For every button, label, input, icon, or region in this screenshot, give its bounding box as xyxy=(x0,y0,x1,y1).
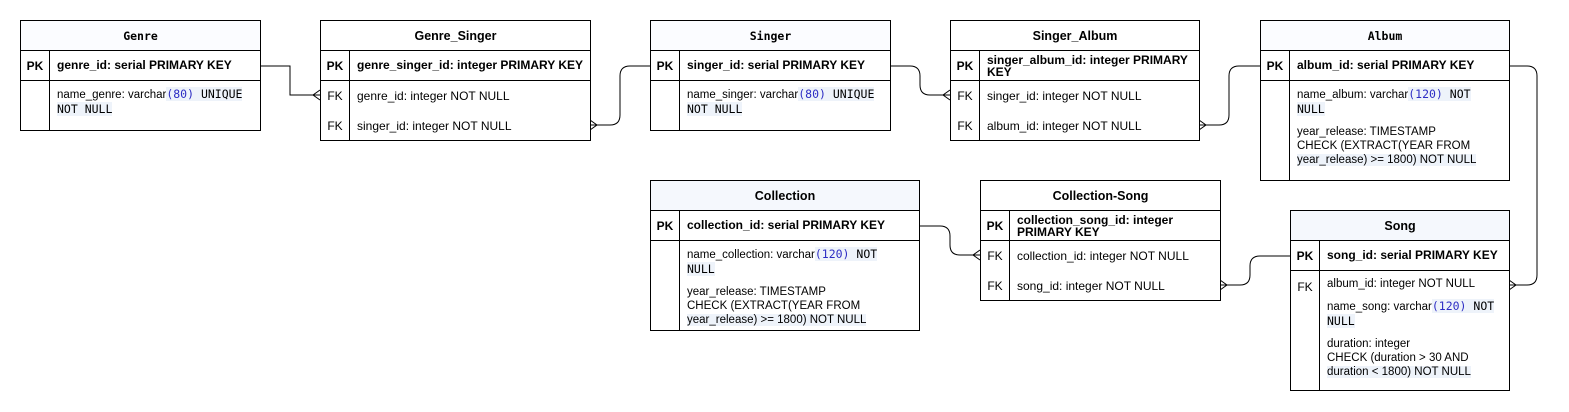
empty-key-cell xyxy=(21,81,50,131)
attributes-row: name_collection: varchar(120) NOT NULL y… xyxy=(651,241,919,331)
entity-genre-singer[interactable]: Genre_Singer PK genre_singer_id: integer… xyxy=(320,20,591,141)
entity-collection-song[interactable]: Collection-Song PK collection_song_id: i… xyxy=(980,180,1221,301)
fk-marker: FK xyxy=(981,271,1010,301)
entity-singer[interactable]: Singer PK singer_id: serial PRIMARY KEY … xyxy=(650,20,891,131)
entity-title: Collection xyxy=(651,181,919,211)
entity-title: Genre_Singer xyxy=(321,21,590,51)
pk-row: PK collection_song_id: integer PRIMARY K… xyxy=(981,211,1220,241)
pk-marker: PK xyxy=(651,51,680,80)
attribute-year-release: year_release: TIMESTAMP CHECK (EXTRACT(Y… xyxy=(1297,126,1477,166)
crowfoot-genre-singer-singer-id xyxy=(589,119,598,131)
pk-marker: PK xyxy=(21,51,50,80)
pk-field: genre_singer_id: integer PRIMARY KEY xyxy=(357,58,584,72)
fk-row-song-id: FK song_id: integer NOT NULL xyxy=(981,271,1220,301)
crowfoot-genre-singer-genre-id xyxy=(312,89,321,101)
fk-field: album_id: integer NOT NULL xyxy=(987,118,1142,133)
fk-field: genre_id: integer NOT NULL xyxy=(357,88,510,103)
pk-field: song_id: serial PRIMARY KEY xyxy=(1327,248,1498,262)
entity-collection[interactable]: Collection PK collection_id: serial PRIM… xyxy=(650,180,920,331)
attribute-duration: duration: integer CHECK (duration > 30 A… xyxy=(1327,338,1471,378)
pk-marker: PK xyxy=(1291,241,1320,270)
attribute-list: name_album: varchar(120) NOT NULL year_r… xyxy=(1290,81,1509,181)
entity-title: Genre xyxy=(21,21,260,51)
entity-title: Album xyxy=(1261,21,1509,51)
connector-singer-to-singer-album xyxy=(890,65,950,96)
attribute-name-song: name_song: varchar(120) NOT NULL xyxy=(1327,299,1495,328)
attributes-row: name_genre: varchar(80) UNIQUE NOT NULL xyxy=(21,81,260,131)
attributes-row: FK album_id: integer NOT NULL name_song:… xyxy=(1291,271,1509,391)
pk-field: collection_id: serial PRIMARY KEY xyxy=(687,218,886,232)
entity-title: Singer_Album xyxy=(951,21,1199,51)
crowfoot-singer-album-singer-id xyxy=(942,89,951,101)
connector-album-to-singer-album xyxy=(1199,65,1260,126)
entity-album[interactable]: Album PK album_id: serial PRIMARY KEY na… xyxy=(1260,20,1510,181)
fk-marker: FK xyxy=(321,111,350,141)
fk-field: collection_id: integer NOT NULL xyxy=(1017,248,1189,263)
pk-marker: PK xyxy=(321,51,350,80)
attribute-year-release: year_release: TIMESTAMP CHECK (EXTRACT(Y… xyxy=(687,286,867,326)
pk-marker: PK xyxy=(951,51,980,80)
fk-row-collection-id: FK collection_id: integer NOT NULL xyxy=(981,241,1220,271)
pk-row: PK genre_singer_id: integer PRIMARY KEY xyxy=(321,51,590,81)
attributes-row: name_singer: varchar(80) UNIQUE NOT NULL xyxy=(651,81,890,131)
fk-field: singer_id: integer NOT NULL xyxy=(357,118,512,133)
attributes-row: name_album: varchar(120) NOT NULL year_r… xyxy=(1261,81,1509,181)
entity-singer-album[interactable]: Singer_Album PK singer_album_id: integer… xyxy=(950,20,1200,141)
pk-marker: PK xyxy=(651,211,680,240)
pk-row: PK singer_album_id: integer PRIMARY KEY xyxy=(951,51,1199,81)
entity-song[interactable]: Song PK song_id: serial PRIMARY KEY FK a… xyxy=(1290,210,1510,391)
fk-row-singer-id: FK singer_id: integer NOT NULL xyxy=(321,111,590,141)
attribute-name-singer: name_singer: varchar(80) UNIQUE NOT NULL xyxy=(687,87,875,116)
fk-field-album-id: album_id: integer NOT NULL xyxy=(1327,278,1476,290)
fk-row-genre-id: FK genre_id: integer NOT NULL xyxy=(321,81,590,111)
fk-marker: FK xyxy=(951,111,980,141)
crowfoot-collection-song-collection-id xyxy=(972,249,981,261)
empty-key-cell xyxy=(651,241,680,331)
pk-field: album_id: serial PRIMARY KEY xyxy=(1297,58,1475,72)
fk-marker: FK xyxy=(951,81,980,111)
connector-album-to-song xyxy=(1509,65,1538,286)
pk-marker: PK xyxy=(1261,51,1290,80)
pk-row: PK collection_id: serial PRIMARY KEY xyxy=(651,211,919,241)
pk-row: PK song_id: serial PRIMARY KEY xyxy=(1291,241,1509,271)
entity-title: Collection-Song xyxy=(981,181,1220,211)
attribute-list: album_id: integer NOT NULL name_song: va… xyxy=(1320,271,1509,391)
entity-genre[interactable]: Genre PK genre_id: serial PRIMARY KEY na… xyxy=(20,20,261,131)
attribute-list: name_collection: varchar(120) NOT NULL y… xyxy=(680,241,919,331)
empty-key-cell xyxy=(651,81,680,131)
fk-row-singer-id: FK singer_id: integer NOT NULL xyxy=(951,81,1199,111)
crowfoot-song-album-id xyxy=(1508,279,1517,291)
attribute-name-collection: name_collection: varchar(120) NOT NULL xyxy=(687,247,878,276)
entity-title: Song xyxy=(1291,211,1509,241)
pk-row: PK genre_id: serial PRIMARY KEY xyxy=(21,51,260,81)
fk-field: singer_id: integer NOT NULL xyxy=(987,88,1142,103)
fk-row-album-id: FK album_id: integer NOT NULL xyxy=(951,111,1199,141)
pk-field: collection_song_id: integer PRIMARY KEY xyxy=(1017,212,1174,239)
fk-marker: FK xyxy=(981,241,1010,271)
connector-song-to-collection-song xyxy=(1220,255,1290,286)
pk-row: PK album_id: serial PRIMARY KEY xyxy=(1261,51,1509,81)
empty-key-cell xyxy=(1261,81,1290,181)
pk-field: singer_album_id: integer PRIMARY KEY xyxy=(987,52,1188,79)
fk-marker: FK xyxy=(321,81,350,111)
connector-singer-to-genre-singer xyxy=(590,65,650,126)
attribute-name-genre: name_genre: varchar(80) UNIQUE NOT NULL xyxy=(57,87,243,116)
entity-title: Singer xyxy=(651,21,890,51)
crowfoot-collection-song-song-id xyxy=(1219,279,1228,291)
fk-field: song_id: integer NOT NULL xyxy=(1017,278,1165,293)
attribute-name-album: name_album: varchar(120) NOT NULL xyxy=(1297,87,1471,116)
fk-marker: FK xyxy=(1291,271,1320,391)
pk-field: genre_id: serial PRIMARY KEY xyxy=(57,58,232,72)
pk-marker: PK xyxy=(981,211,1010,240)
pk-row: PK singer_id: serial PRIMARY KEY xyxy=(651,51,890,81)
connector-genre-to-genre-singer xyxy=(261,65,320,96)
pk-field: singer_id: serial PRIMARY KEY xyxy=(687,58,866,72)
crowfoot-singer-album-album-id xyxy=(1198,119,1207,131)
connector-collection-to-collection-song xyxy=(920,225,980,256)
